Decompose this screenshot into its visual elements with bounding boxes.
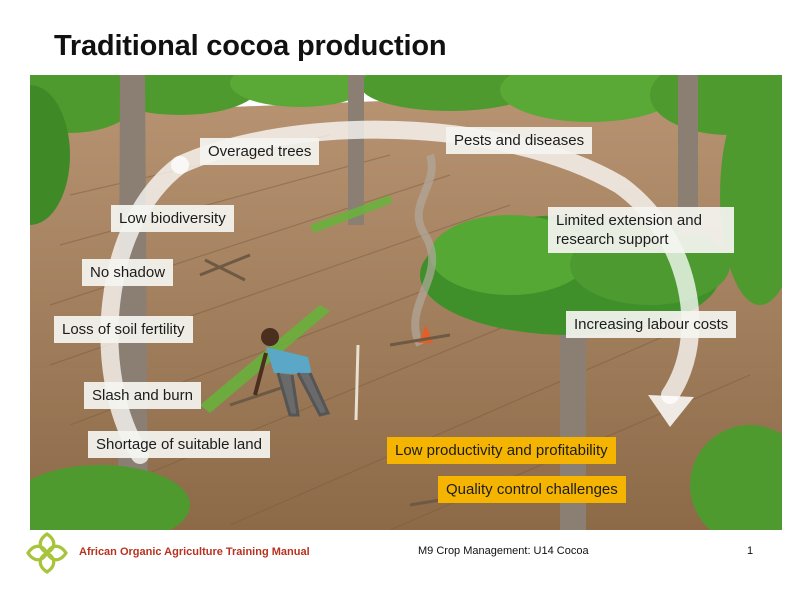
label-increasing-labour: Increasing labour costs [566, 311, 737, 338]
forest-edge-right [720, 85, 782, 305]
label-low-biodiversity: Low biodiversity [111, 205, 234, 232]
label-limited-extension: Limited extension and research support [548, 207, 734, 253]
label-loss-soil-fertility: Loss of soil fertility [54, 316, 193, 343]
label-slash-burn: Slash and burn [84, 382, 201, 409]
hoe-handle [354, 344, 360, 421]
label-shortage-land: Shortage of suitable land [88, 431, 270, 458]
soil-ground [30, 85, 782, 530]
label-pests-diseases: Pests and diseases [446, 127, 593, 154]
footer-manual-title: African Organic Agriculture Training Man… [79, 546, 310, 558]
tree-trunk-mid [348, 75, 364, 225]
knot-logo-icon [26, 532, 68, 574]
footer-module: M9 Crop Management: U14 Cocoa [418, 545, 589, 557]
label-quality-control: Quality control challenges [438, 476, 626, 503]
smoke-plume [411, 153, 437, 347]
label-overaged-trees: Overaged trees [200, 138, 320, 165]
page-number: 1 [747, 545, 754, 557]
farmer-figure [253, 328, 331, 417]
label-no-shadow: No shadow [82, 259, 174, 286]
grass-strip-2 [310, 195, 392, 233]
slide-title: Traditional cocoa production [54, 30, 447, 62]
tree-trunk-far [678, 75, 698, 235]
bush-bottom-left [30, 465, 190, 530]
bush-bottom-right [690, 425, 782, 530]
label-low-productivity: Low productivity and profitability [387, 437, 616, 464]
